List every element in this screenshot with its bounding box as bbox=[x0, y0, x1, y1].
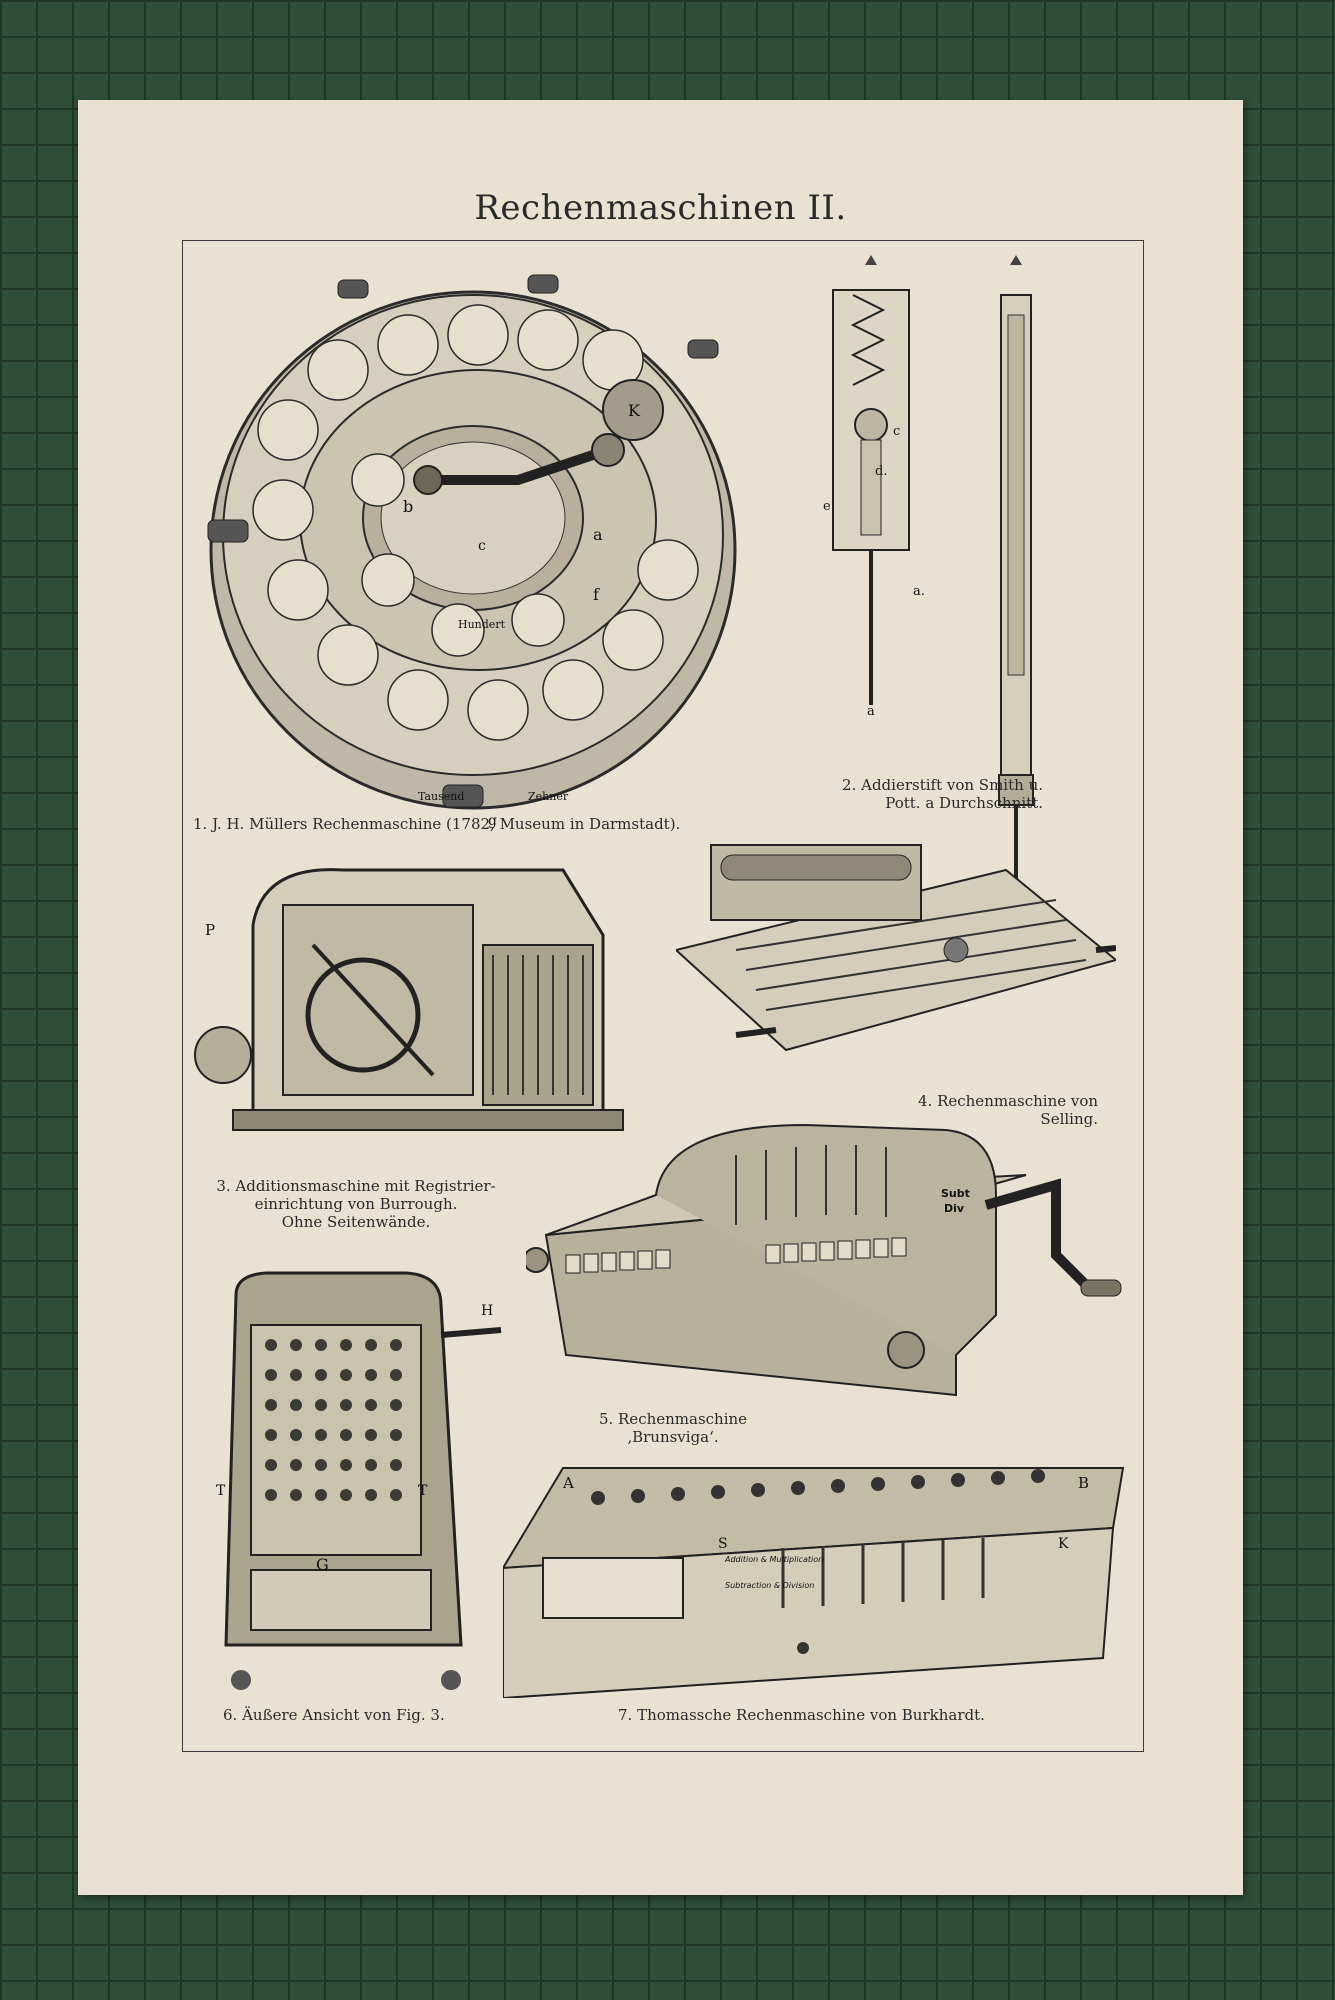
fig1-mueller-machine: K b a c f Hundert Tausend Zehner g bbox=[188, 250, 758, 830]
fig4-caption-line1: 4. Rechenmaschine von bbox=[918, 1092, 1099, 1110]
fig4-caption-line2: Selling. bbox=[1040, 1110, 1098, 1128]
fig3-caption: 3. Additionsmaschine mit Registrier- ein… bbox=[206, 1177, 506, 1231]
fig5-brunsviga: Subt Div bbox=[526, 1115, 1126, 1440]
fig6-label-g: G bbox=[316, 1555, 329, 1574]
fig6-outer-view: G T T H bbox=[196, 1265, 516, 1700]
fig6-label-h: H bbox=[481, 1303, 493, 1319]
fig1-label-hundert: Hundert bbox=[458, 618, 506, 631]
fig7-label-subtraction: Subtraction & Division bbox=[725, 1581, 814, 1590]
fig1-label-a: a bbox=[593, 525, 603, 544]
fig7-thomas-machine: A B S K Addition & Multiplication Subtra… bbox=[503, 1458, 1133, 1698]
fig1-label-c: c bbox=[478, 538, 486, 554]
fig2-caption-line1: 2. Addierstift von Smith u. bbox=[842, 776, 1043, 794]
fig7-label-s: S bbox=[718, 1536, 728, 1552]
fig6-label-t-left: T bbox=[216, 1483, 226, 1499]
fig4-selling-machine bbox=[676, 830, 1116, 1070]
fig2-label-e: e bbox=[823, 499, 831, 514]
fig2-addierstift: a. a c d. e bbox=[823, 255, 1083, 915]
fig2-label-c: c bbox=[893, 424, 900, 439]
fig5-label-subt: Subt bbox=[941, 1187, 970, 1200]
plate-frame bbox=[182, 240, 1144, 1752]
fig1-label-zehner: Zehner bbox=[528, 790, 569, 803]
fig4-caption: 4. Rechenmaschine von Selling. bbox=[918, 1092, 1098, 1128]
fig1-label-tausend: Tausend bbox=[418, 790, 464, 803]
fig6-label-t-right: T bbox=[418, 1483, 428, 1499]
print-sheet: Rechenmaschinen II. bbox=[78, 100, 1243, 1895]
fig1-label-g: g bbox=[488, 813, 497, 829]
fig1-caption: 1. J. H. Müllers Rechenmaschine (1782, M… bbox=[193, 815, 681, 833]
fig2-caption: 2. Addierstift von Smith u. Pott. a Durc… bbox=[813, 776, 1043, 812]
fig7-caption: 7. Thomassche Rechenmaschine von Burkhar… bbox=[618, 1706, 985, 1724]
fig7-label-a: A bbox=[562, 1474, 574, 1492]
fig7-label-b: B bbox=[1078, 1474, 1089, 1492]
fig3-burrough-machine: P bbox=[193, 845, 653, 1160]
fig5-caption-line1: 5. Rechenmaschine bbox=[598, 1410, 748, 1428]
fig1-label-k: K bbox=[628, 401, 641, 420]
fig1-label-f: f bbox=[593, 585, 600, 604]
fig2-label-d: d. bbox=[875, 464, 887, 479]
fig3-label-p: P bbox=[205, 921, 215, 939]
fig2-caption-line2: Pott. a Durchschnitt. bbox=[885, 794, 1043, 812]
fig7-label-addition: Addition & Multiplication bbox=[724, 1555, 823, 1564]
fig6-caption: 6. Äußere Ansicht von Fig. 3. bbox=[223, 1706, 445, 1724]
page-title: Rechenmaschinen II. bbox=[474, 188, 847, 228]
fig3-caption-line2: einrichtung von Burrough. bbox=[254, 1195, 458, 1213]
fig1-label-b: b bbox=[403, 497, 413, 516]
fig5-caption: 5. Rechenmaschine ‚Brunsviga‘. bbox=[588, 1410, 758, 1446]
fig7-label-k: K bbox=[1058, 1536, 1069, 1552]
fig5-caption-line2: ‚Brunsviga‘. bbox=[627, 1428, 719, 1446]
fig5-label-div: Div bbox=[944, 1202, 965, 1215]
fig2-label-a-section: a. bbox=[913, 584, 925, 599]
fig3-caption-line3: Ohne Seitenwände. bbox=[281, 1213, 431, 1231]
fig2-label-a: a bbox=[867, 704, 875, 719]
fig3-caption-line1: 3. Additionsmaschine mit Registrier- bbox=[216, 1177, 496, 1195]
